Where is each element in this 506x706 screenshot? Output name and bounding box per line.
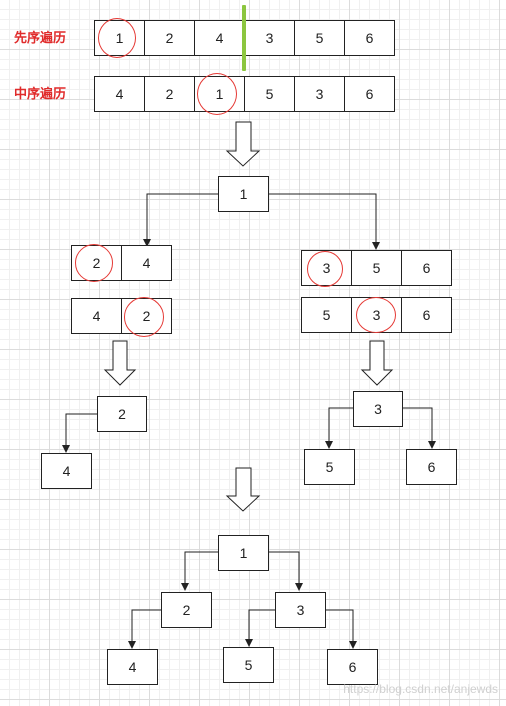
final-left-left-node: 4	[107, 649, 158, 685]
right-in-cell: 5	[301, 297, 352, 333]
preorder-cell: 5	[294, 20, 345, 56]
left-pre-cell: 4	[121, 245, 172, 281]
preorder-cell: 6	[344, 20, 395, 56]
stage3-left-child-node: 4	[41, 453, 92, 489]
preorder-cell: 1	[94, 20, 145, 56]
split-marker	[242, 5, 246, 71]
inorder-cell: 2	[144, 76, 195, 112]
down-arrow-icon	[360, 340, 394, 386]
right-in-cell: 6	[401, 297, 452, 333]
stage3-right-right-node: 6	[406, 449, 457, 485]
left-in-cell: 2	[121, 298, 172, 334]
left-in-cell: 4	[71, 298, 122, 334]
watermark: https://blog.csdn.net/anjewds	[343, 682, 498, 696]
down-arrow-icon	[225, 467, 261, 512]
final-right-right-node: 6	[327, 649, 378, 685]
final-right-node: 3	[275, 592, 326, 628]
down-arrow-icon	[103, 340, 137, 386]
stage2-root-node: 1	[218, 176, 269, 212]
down-arrow-icon	[225, 121, 261, 167]
preorder-label: 先序遍历	[14, 30, 67, 45]
inorder-cell: 6	[344, 76, 395, 112]
right-in-cell: 3	[351, 297, 402, 333]
right-pre-cell: 5	[351, 250, 402, 286]
right-pre-cell: 6	[401, 250, 452, 286]
left-pre-cell: 2	[71, 245, 122, 281]
inorder-label: 中序遍历	[14, 86, 67, 101]
stage3-left-root-node: 2	[97, 396, 147, 432]
preorder-cell: 2	[144, 20, 195, 56]
final-root-node: 1	[218, 535, 269, 571]
right-pre-cell: 3	[301, 250, 352, 286]
preorder-cell: 4	[194, 20, 245, 56]
stage3-right-left-node: 5	[304, 449, 355, 485]
inorder-cell: 3	[294, 76, 345, 112]
stage3-right-root-node: 3	[353, 391, 403, 427]
final-left-node: 2	[161, 592, 212, 628]
final-right-left-node: 5	[223, 647, 274, 683]
